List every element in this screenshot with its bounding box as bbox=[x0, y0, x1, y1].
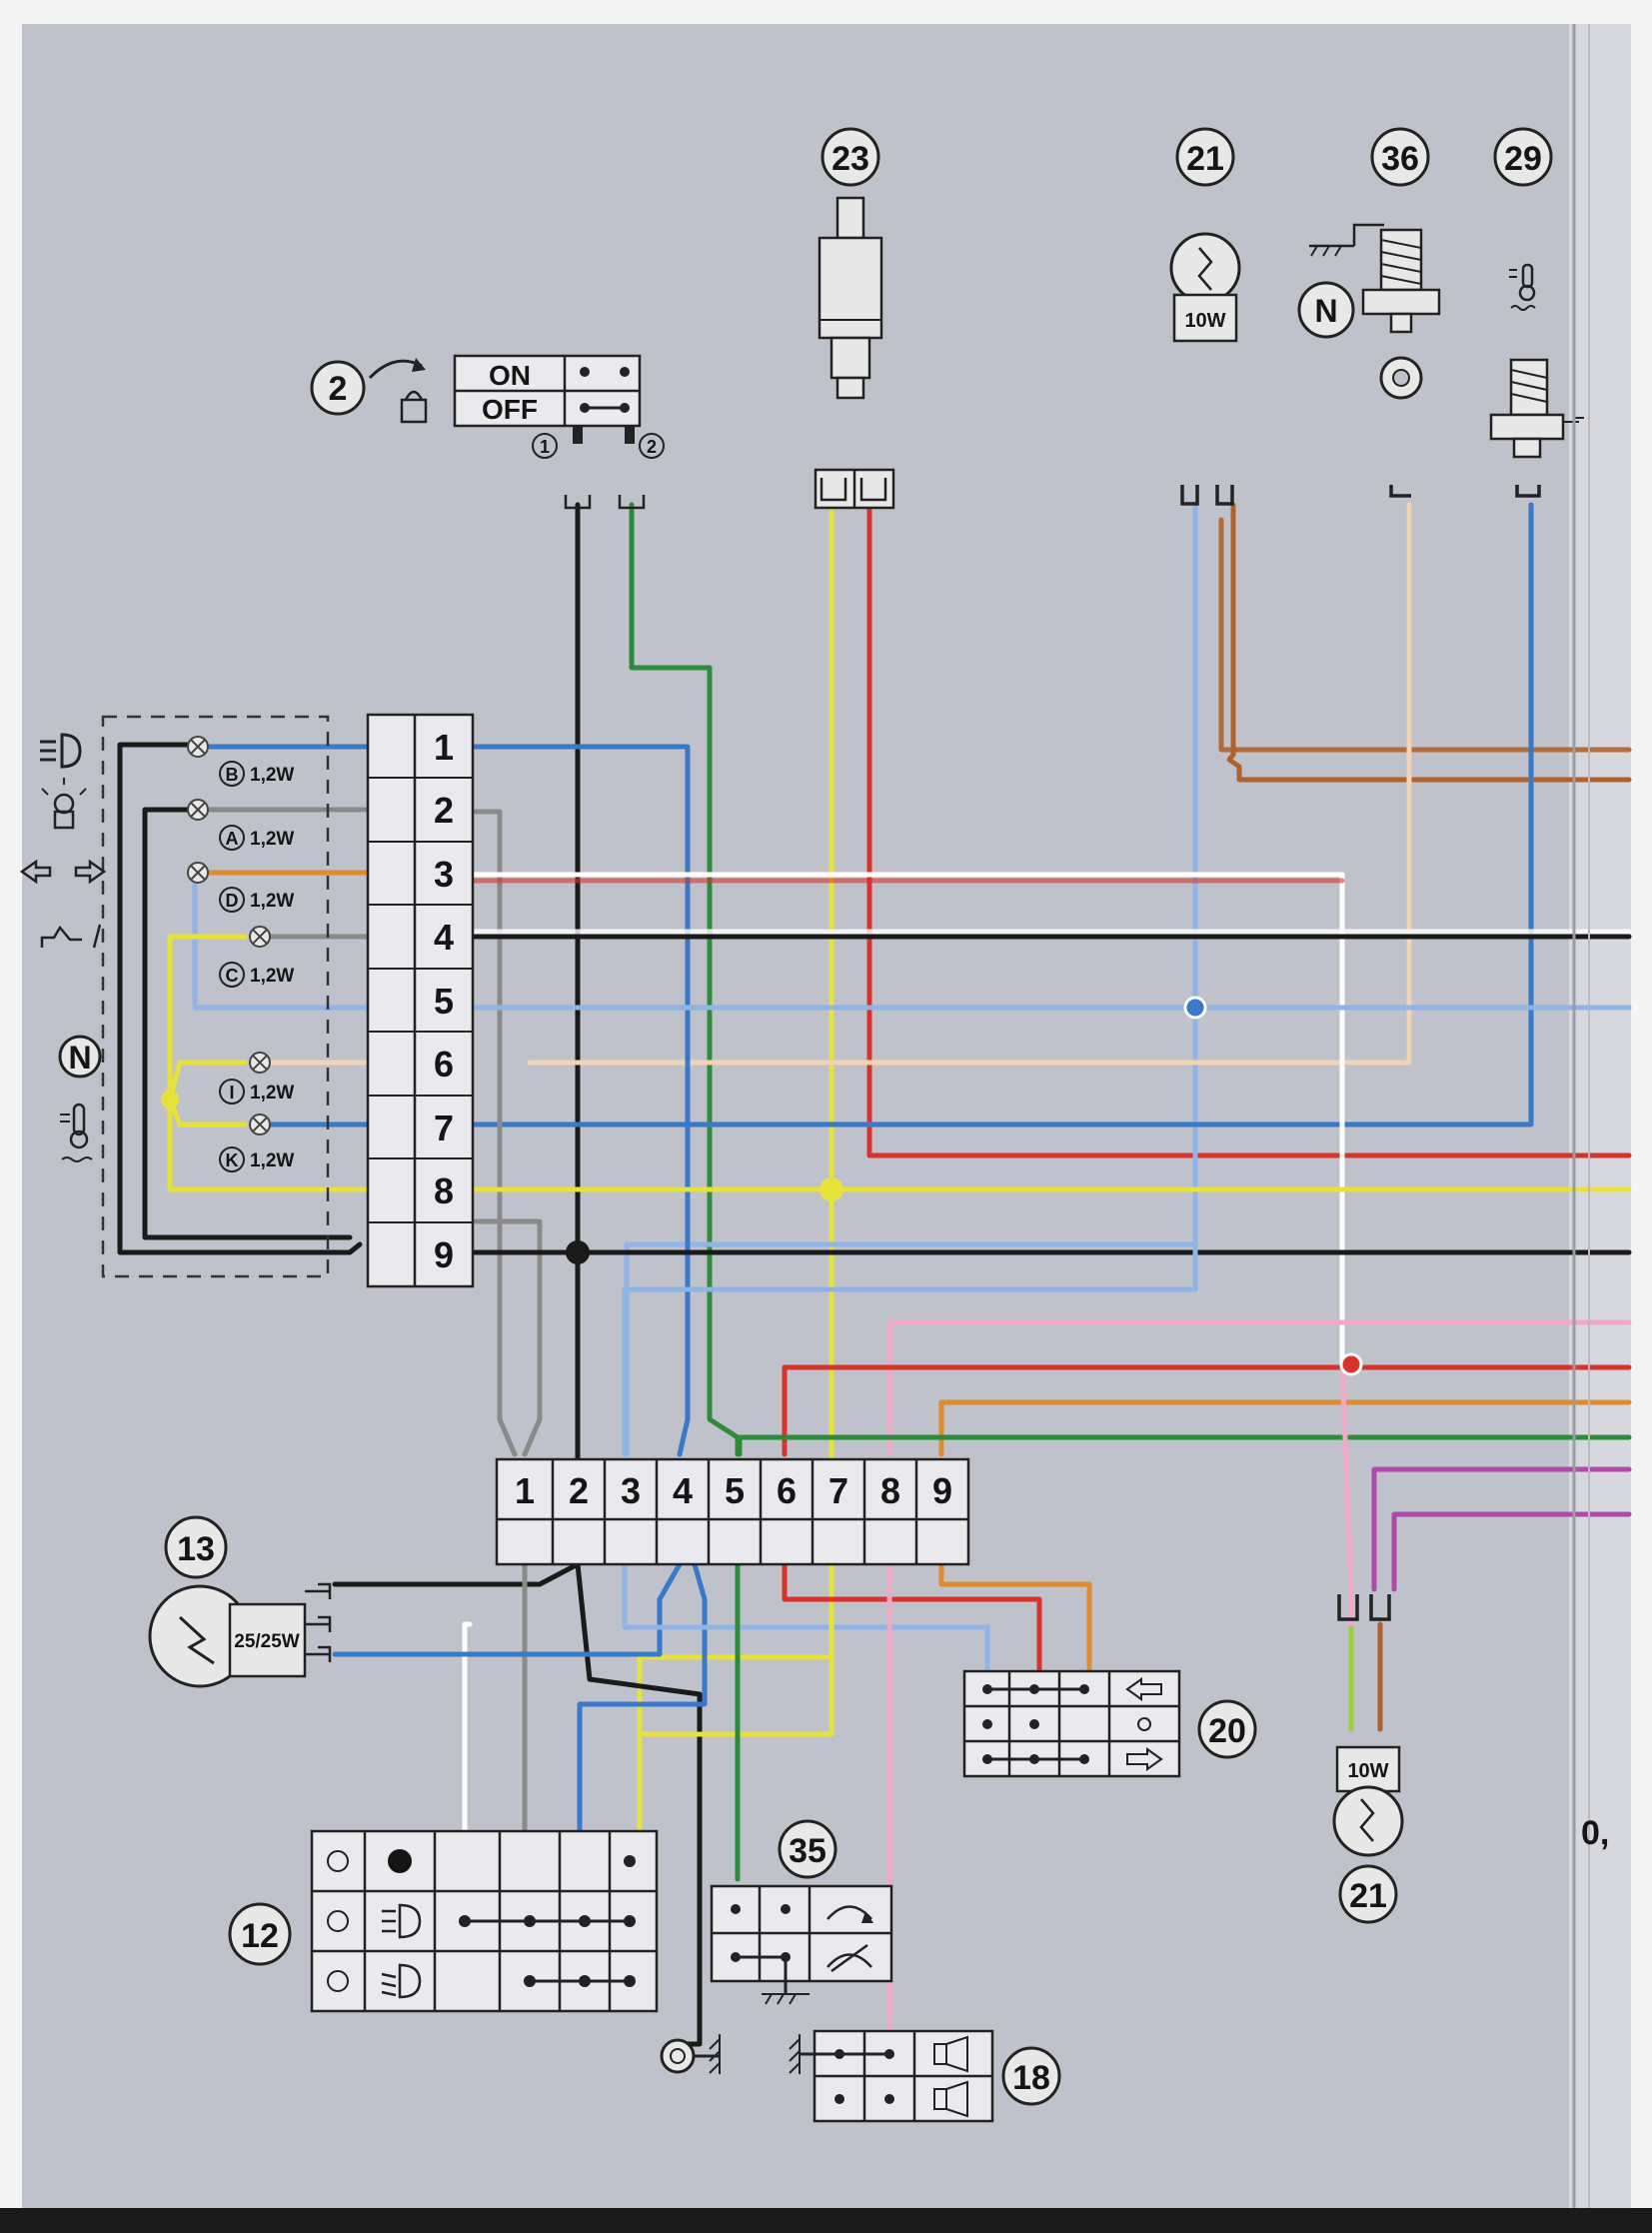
panel-pin-3: 3 bbox=[434, 854, 454, 895]
panel-pin-6: 6 bbox=[434, 1044, 454, 1085]
engine-stop-switch-35: 35 bbox=[710, 1819, 893, 2005]
bulb-21-top: 21 10W bbox=[1169, 127, 1241, 506]
switch-36-neutral: N bbox=[1314, 293, 1337, 329]
label-21-top: 21 bbox=[1186, 140, 1224, 178]
sensor-23: 23 bbox=[814, 127, 895, 510]
lamp-c-power: 1,2W bbox=[250, 966, 294, 987]
main-harness-connector: 1 2 3 4 5 6 7 8 9 bbox=[495, 1457, 970, 1566]
lamp-a-letter: A bbox=[226, 829, 239, 849]
panel-terminal-block: 1 2 3 4 5 6 7 8 9 bbox=[366, 713, 475, 1288]
temperature-sensor-29: 29 bbox=[1489, 127, 1584, 498]
lamp-k-letter: K bbox=[226, 1150, 239, 1170]
lamp-a: A 1,2W bbox=[187, 799, 294, 851]
label-35: 35 bbox=[789, 1832, 826, 1870]
harness-pin-9: 9 bbox=[932, 1470, 952, 1511]
lamp-warning-icon bbox=[41, 778, 87, 830]
lamp-c: C 1,2W bbox=[219, 926, 294, 988]
lamp-b: B 1,2W bbox=[187, 736, 294, 787]
panel-pin-4: 4 bbox=[434, 917, 454, 958]
ignition-switch: 2 ON OFF 1 2 bbox=[310, 354, 665, 510]
harness-pin-7: 7 bbox=[828, 1470, 848, 1511]
engine-run-icon bbox=[826, 1905, 873, 1923]
switch-on-label: ON bbox=[489, 360, 531, 391]
temperature-icon bbox=[60, 1103, 93, 1162]
headlight-13: 13 25/25W bbox=[148, 1515, 332, 1688]
lamp-d: D 1,2W bbox=[187, 862, 294, 913]
off-circle-icon bbox=[1137, 1717, 1151, 1731]
lamp-k: K 1,2W bbox=[219, 1114, 294, 1172]
label-23: 23 bbox=[831, 140, 869, 178]
bulb-21-top-rating: 10W bbox=[1184, 310, 1225, 332]
light-switch-12: 12 bbox=[228, 1829, 659, 2013]
label-13: 13 bbox=[177, 1530, 215, 1568]
junction-dots bbox=[161, 996, 1363, 1376]
panel-pin-7: 7 bbox=[434, 1108, 454, 1148]
label-18: 18 bbox=[1012, 2059, 1050, 2097]
lamp-b-power: 1,2W bbox=[250, 765, 294, 786]
horn-switch-18: 18 bbox=[660, 2029, 1061, 2123]
harness-pin-5: 5 bbox=[725, 1470, 745, 1511]
turn-signal-icon bbox=[19, 859, 107, 885]
lamp-i-power: 1,2W bbox=[250, 1083, 294, 1104]
right-arrow-icon bbox=[1126, 1747, 1163, 1771]
label-29: 29 bbox=[1504, 140, 1542, 178]
indicator-symbols: N bbox=[19, 733, 107, 1162]
panel-pin-2: 2 bbox=[434, 790, 454, 831]
harness-pin-6: 6 bbox=[777, 1470, 797, 1511]
lamp-i-letter: I bbox=[229, 1083, 234, 1103]
oil-level-icon bbox=[40, 924, 102, 949]
low-beam-icon bbox=[381, 1963, 422, 1999]
label-36: 36 bbox=[1381, 140, 1419, 178]
thermometer-icon bbox=[1509, 263, 1536, 311]
edge-text: 0, bbox=[1581, 1814, 1609, 1852]
panel-pin-8: 8 bbox=[434, 1170, 454, 1211]
harness-pin-3: 3 bbox=[621, 1470, 641, 1511]
wires bbox=[117, 502, 1632, 2047]
harness-pin-4: 4 bbox=[673, 1470, 693, 1511]
neutral-letter: N bbox=[68, 1040, 91, 1076]
panel-pin-9: 9 bbox=[434, 1234, 454, 1275]
page-fold: 0, bbox=[1572, 24, 1609, 2208]
neutral-icon: N bbox=[58, 1035, 102, 1079]
lamp-i: I 1,2W bbox=[219, 1052, 294, 1105]
switch-terminal-1: 1 bbox=[540, 437, 550, 457]
lamp-b-letter: B bbox=[226, 765, 239, 785]
left-arrow-icon bbox=[1125, 1677, 1162, 1701]
lamp-c-letter: C bbox=[226, 966, 239, 986]
panel-pin-1: 1 bbox=[434, 727, 454, 768]
high-beam-icon bbox=[382, 1903, 422, 1939]
key-lock-icon bbox=[400, 390, 428, 424]
turn-signal-switch-20: 20 bbox=[962, 1669, 1257, 1778]
harness-pin-8: 8 bbox=[880, 1470, 900, 1511]
ground-icon bbox=[1309, 223, 1384, 257]
label-2: 2 bbox=[329, 370, 348, 408]
lamp-k-power: 1,2W bbox=[250, 1150, 294, 1171]
lamp-a-power: 1,2W bbox=[250, 829, 294, 850]
label-21-bottom: 21 bbox=[1349, 1877, 1387, 1915]
switch-terminal-2: 2 bbox=[647, 437, 657, 457]
engine-stop-icon bbox=[826, 1943, 872, 1973]
bulb-21-bottom: 10W 21 bbox=[1332, 1594, 1404, 1924]
label-12: 12 bbox=[241, 1917, 279, 1955]
indicator-lamps: B 1,2W A 1,2W D 1,2W C 1,2W bbox=[187, 736, 294, 1172]
panel-pin-5: 5 bbox=[434, 981, 454, 1022]
headlight-rating: 25/25W bbox=[234, 1631, 300, 1652]
harness-pin-1: 1 bbox=[515, 1470, 535, 1511]
neutral-switch-36: 36 N bbox=[1297, 127, 1441, 498]
label-20: 20 bbox=[1208, 1712, 1246, 1750]
high-beam-icon bbox=[40, 733, 82, 769]
horn-icon bbox=[933, 2035, 968, 2073]
lamp-d-letter: D bbox=[226, 891, 239, 911]
instrument-panel-outline bbox=[101, 715, 330, 1278]
bulb-21-bottom-rating: 10W bbox=[1347, 1760, 1388, 1782]
switch-off-label: OFF bbox=[482, 394, 538, 425]
lamp-d-power: 1,2W bbox=[250, 891, 294, 912]
horn-icon-alt bbox=[933, 2080, 968, 2118]
harness-pin-2: 2 bbox=[569, 1470, 589, 1511]
